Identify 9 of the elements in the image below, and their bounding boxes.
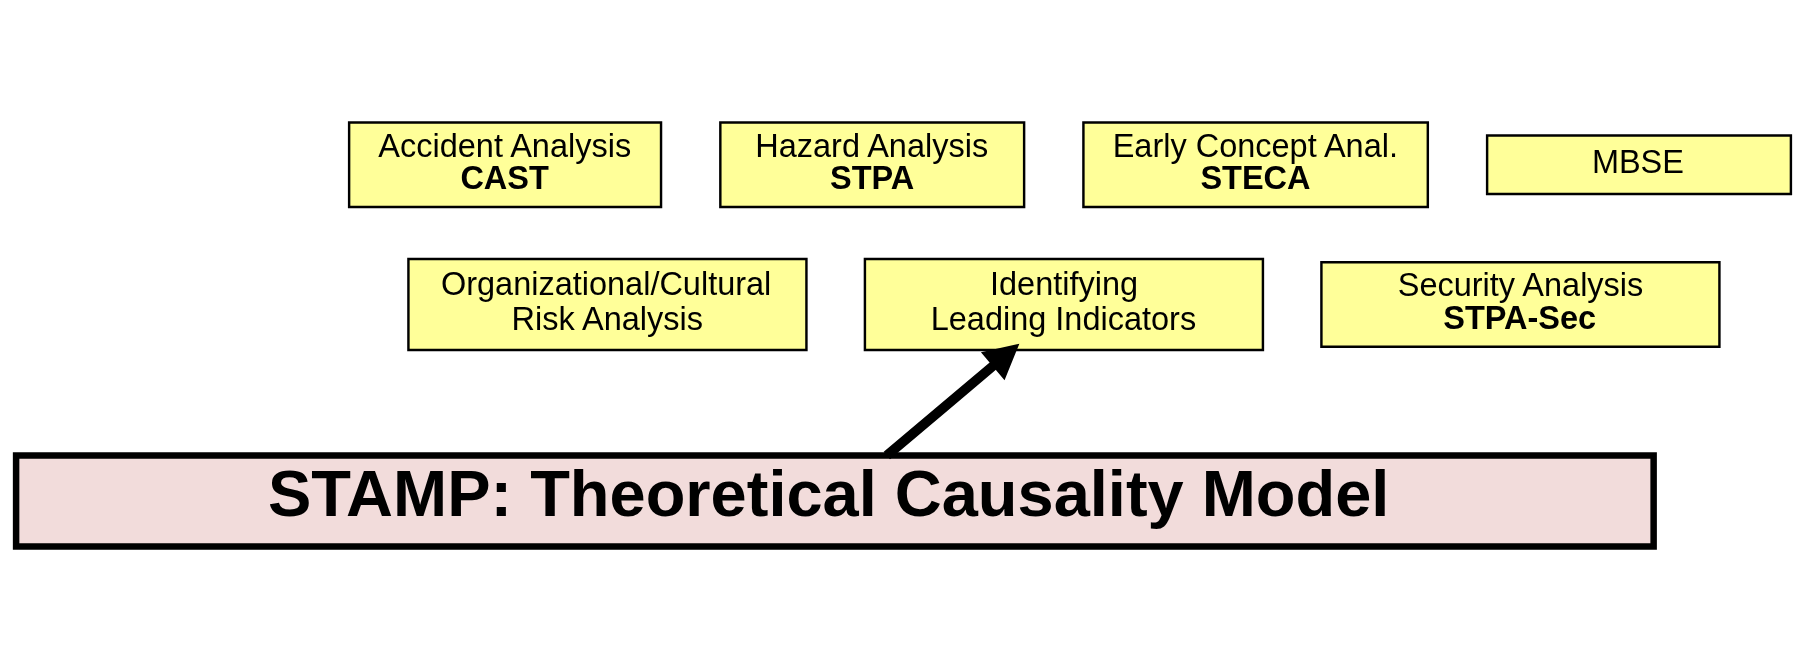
arrow [883,343,1020,460]
node-box: Hazard Analysis STPA [719,121,1026,209]
node-box: Accident Analysis CAST [347,121,663,209]
node-box: STAMP: Theoretical Causality Model [12,452,1657,550]
node-box: Early Concept Anal. STECA [1082,121,1430,209]
node-box: MBSE [1485,134,1793,196]
node-box: Organizational/Cultural Risk Analysis [407,257,808,352]
node-box: Security Analysis STPA-Sec [1320,261,1721,348]
node-box: Identifying Leading Indicators [863,257,1265,352]
